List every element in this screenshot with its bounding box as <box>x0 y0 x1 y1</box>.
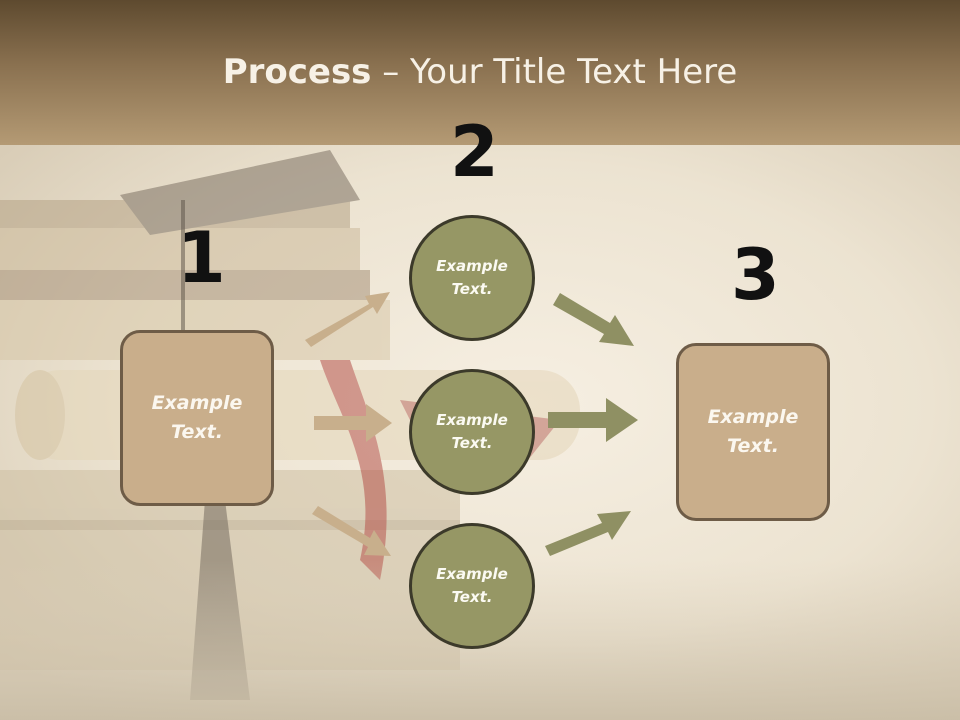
step-number-3: 3 <box>731 234 780 316</box>
step-2-circle-3-text: Example Text. <box>436 565 508 606</box>
step-2-circle-1-text: Example Text. <box>436 257 508 298</box>
step-1-box: Example Text. <box>120 330 274 506</box>
step-2-circle-3: Example Text. <box>409 523 535 649</box>
arrow-2b-to-3 <box>548 398 638 442</box>
step-3-text: Example Text. <box>707 406 799 457</box>
step-number-1: 1 <box>177 217 226 299</box>
step-2-circle-2: Example Text. <box>409 369 535 495</box>
step-1-text: Example Text. <box>151 392 243 443</box>
arrow-2a-to-3 <box>553 293 634 346</box>
step-number-2: 2 <box>450 111 499 193</box>
arrow-1-to-2c <box>312 506 391 556</box>
title-bold: Process <box>222 52 372 92</box>
title-rest: – Your Title Text Here <box>371 52 738 92</box>
step-2-circle-2-text: Example Text. <box>436 411 508 452</box>
slide-title: Process – Your Title Text Here <box>0 52 960 92</box>
step-3-box: Example Text. <box>676 343 830 521</box>
step-2-circle-1: Example Text. <box>409 215 535 341</box>
title-bar <box>0 0 960 145</box>
arrow-1-to-2b <box>314 404 392 442</box>
arrow-2c-to-3 <box>545 511 631 556</box>
arrow-1-to-2a <box>305 292 390 347</box>
